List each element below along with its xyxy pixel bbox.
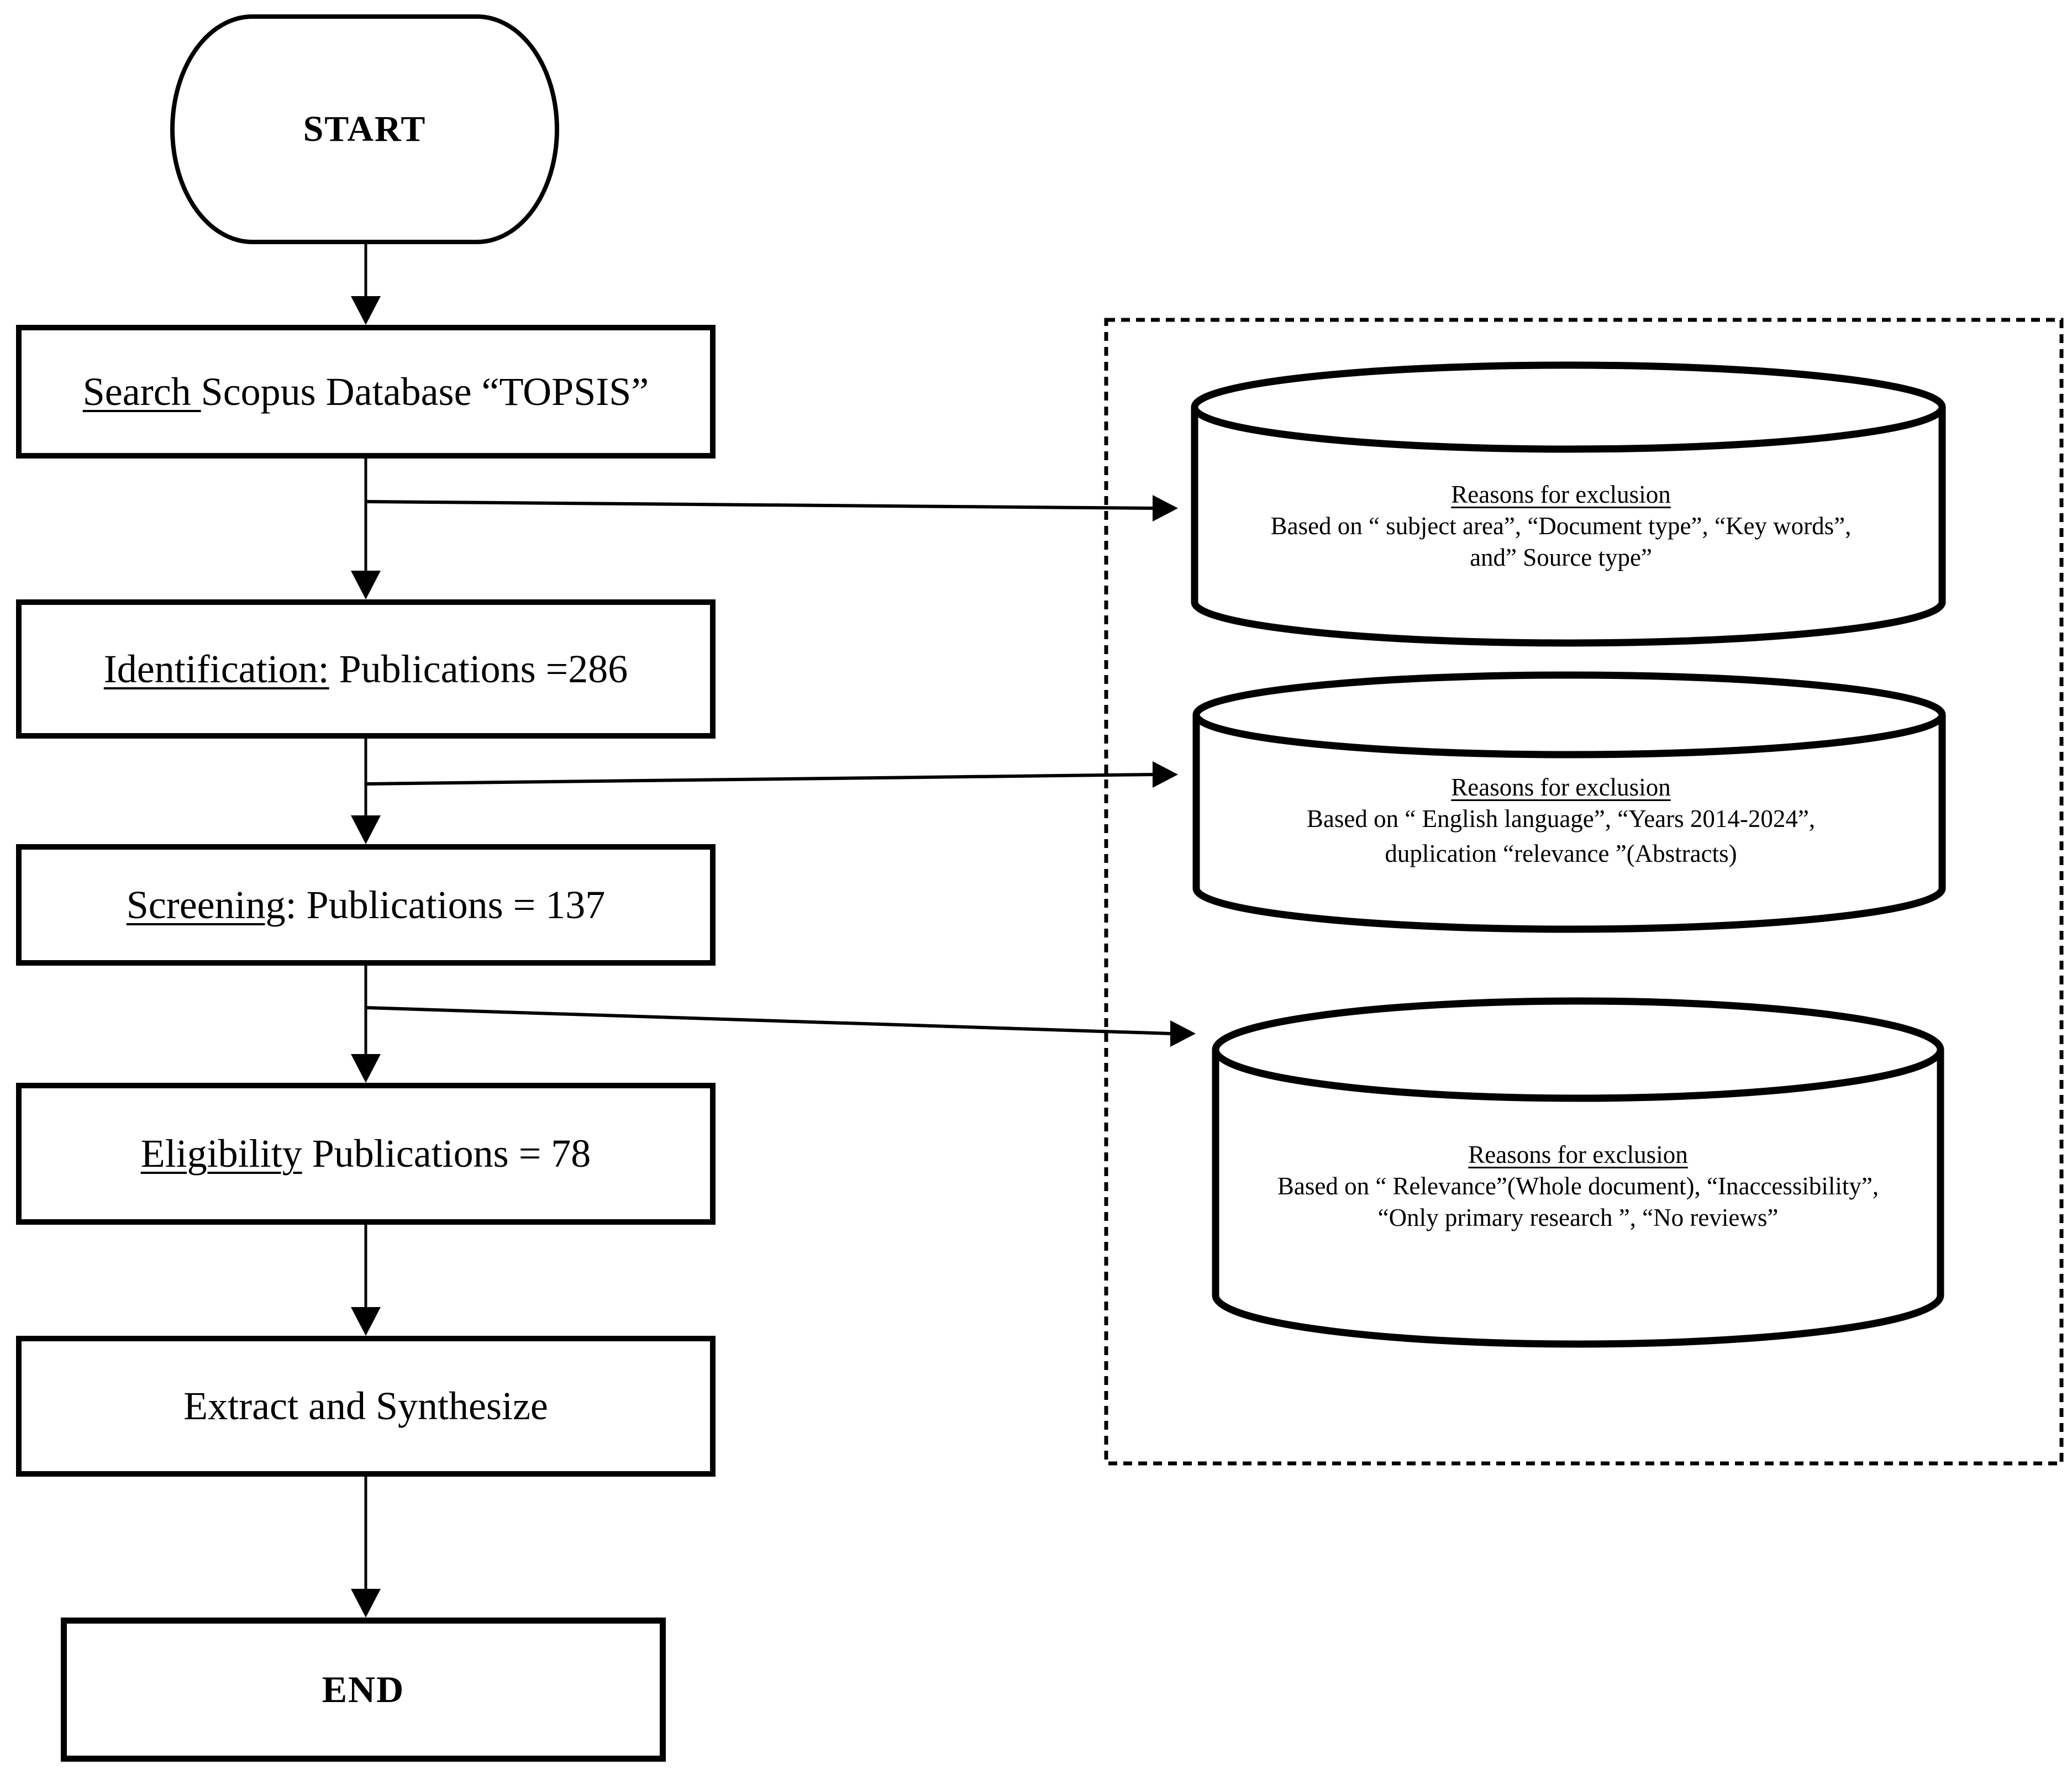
arrowhead-into-search — [351, 296, 381, 325]
eligibility-step-box: Eligibility Publications = 78 — [16, 1083, 716, 1225]
start-label: START — [303, 109, 427, 149]
screening-step-label-underlined: Screening — [126, 882, 286, 927]
eligibility-step-label: Eligibility Publications = 78 — [141, 1131, 591, 1177]
exclusion-1-line2: and” Source type” — [1470, 544, 1652, 571]
exclusion-2-heading: Reasons for exclusion — [1451, 773, 1671, 801]
cylinder-3-top — [1212, 997, 1944, 1102]
exclusion-2-line1: Based on “ English language”, “Years 201… — [1306, 805, 1816, 833]
extract-step-box: Extract and Synthesize — [16, 1336, 716, 1477]
identification-step-label-underlined: Identification: — [103, 646, 329, 691]
search-step-label-rest: Scopus Database “TOPSIS” — [201, 369, 649, 414]
extract-step-label-rest: Extract and Synthesize — [183, 1384, 548, 1428]
cylinder-2-body — [1192, 715, 1946, 933]
identification-step-box: Identification: Publications =286 — [16, 599, 716, 739]
search-step-box: Search Scopus Database “TOPSIS” — [16, 325, 716, 459]
exclusion-3-heading: Reasons for exclusion — [1468, 1141, 1688, 1168]
arrowhead-into-cylinder-1 — [1153, 495, 1178, 521]
arrowhead-into-cylinder-2 — [1153, 761, 1178, 788]
cylinder-1-top — [1191, 361, 1946, 453]
identification-step-label-rest: Publications =286 — [329, 646, 628, 691]
exclusion-3-line1: Based on “ Relevance”(Whole document), “… — [1277, 1172, 1879, 1200]
screening-step-box: Screening: Publications = 137 — [16, 844, 716, 966]
exclusion-note-2: Reasons for exclusion Based on “ English… — [1185, 772, 1937, 870]
branch-line-screening-exclusion — [365, 773, 1154, 786]
arrowhead-into-identification — [351, 571, 381, 599]
exclusion-1-line1: Based on “ subject area”, “Document type… — [1270, 512, 1852, 540]
arrowhead-into-extract — [351, 1307, 381, 1336]
exclusion-note-1: Reasons for exclusion Based on “ subject… — [1185, 479, 1937, 573]
arrowhead-into-eligibility — [351, 1054, 381, 1083]
arrowhead-into-end — [351, 1589, 381, 1618]
end-box: END — [61, 1618, 666, 1762]
search-step-label: Search Scopus Database “TOPSIS” — [83, 369, 649, 415]
extract-step-label: Extract and Synthesize — [183, 1383, 548, 1429]
arrowhead-into-screening — [351, 815, 381, 844]
cylinder-2-top — [1192, 671, 1946, 758]
cylinder-1-body — [1191, 407, 1946, 647]
exclusion-panel-border — [1104, 318, 2064, 1466]
screening-step-label-rest: : Publications = 137 — [285, 882, 606, 927]
branch-line-identification-exclusion — [365, 500, 1154, 510]
exclusion-2-line2: duplication “relevance ”(Abstracts) — [1385, 840, 1737, 867]
eligibility-step-label-underlined: Eligibility — [140, 1131, 302, 1176]
branch-line-eligibility-exclusion — [365, 1006, 1172, 1035]
screening-step-label: Screening: Publications = 137 — [127, 882, 606, 928]
exclusion-3-line2: “Only primary research ”, “No reviews” — [1377, 1204, 1779, 1231]
end-label: END — [322, 1668, 405, 1710]
arrowhead-into-cylinder-3 — [1170, 1020, 1196, 1047]
cylinder-3-body — [1212, 1050, 1944, 1348]
eligibility-step-label-rest: Publications = 78 — [302, 1131, 591, 1176]
exclusion-note-3: Reasons for exclusion Based on “ Relevan… — [1202, 1139, 1954, 1234]
exclusion-1-heading: Reasons for exclusion — [1451, 481, 1671, 508]
start-terminator: START — [170, 14, 559, 244]
search-step-label-underlined: Search — [82, 369, 201, 414]
identification-step-label: Identification: Publications =286 — [104, 646, 628, 692]
